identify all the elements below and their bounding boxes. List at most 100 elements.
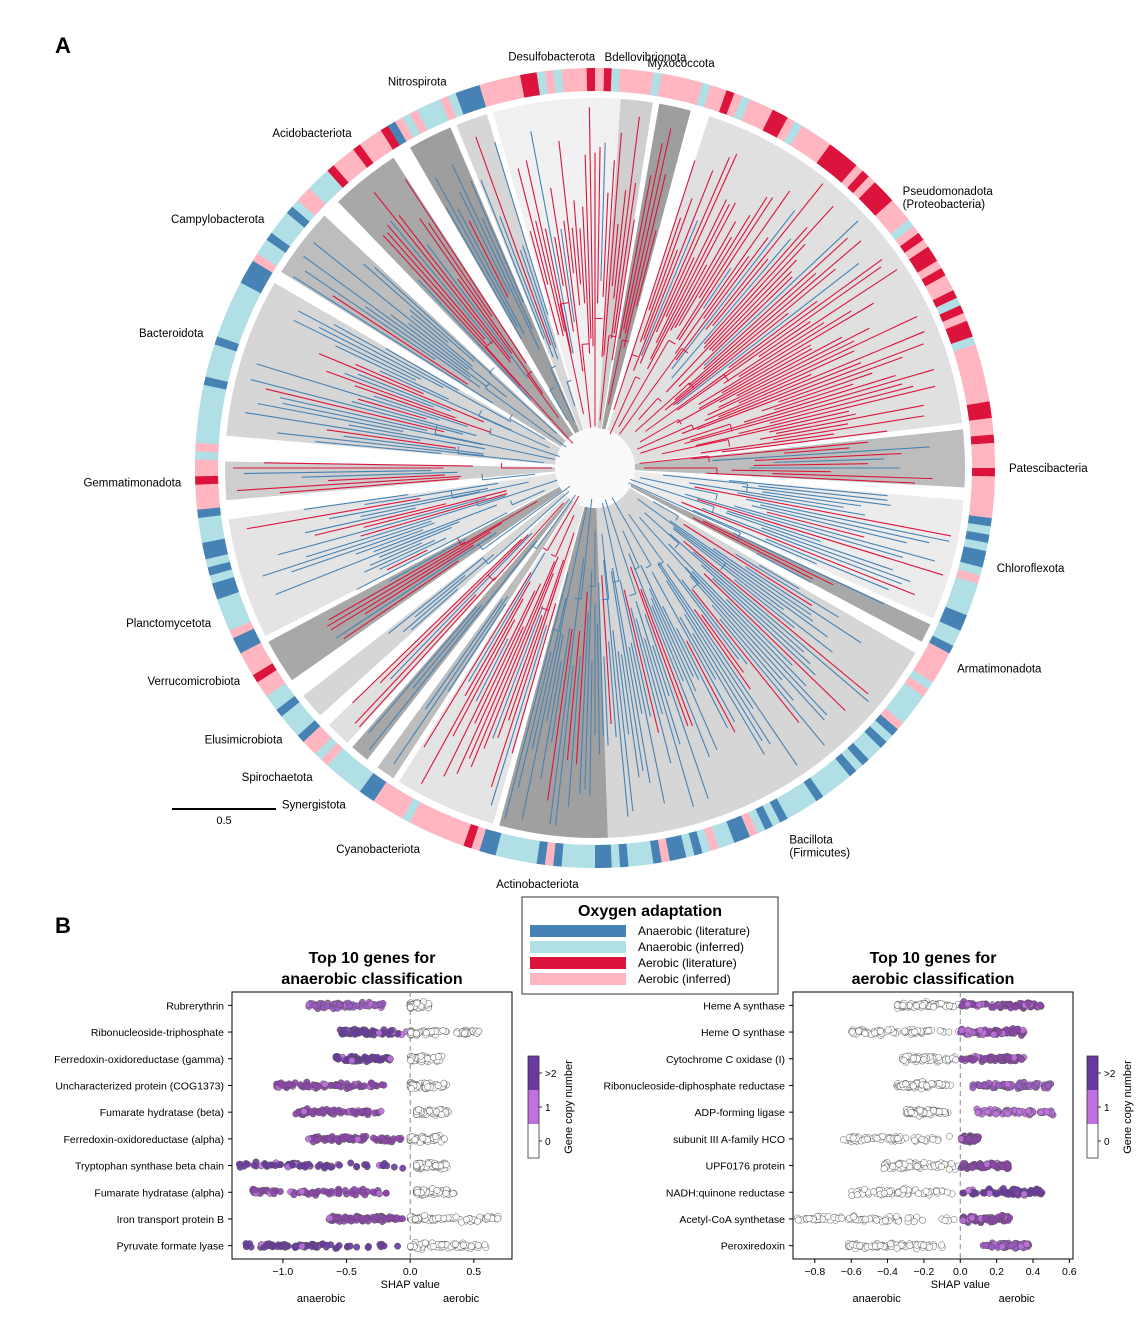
shap-point (391, 1164, 397, 1170)
shap-point (365, 1057, 371, 1063)
shap-point (407, 1057, 413, 1063)
shap-point (1005, 1111, 1011, 1117)
shap-point (825, 1213, 831, 1219)
shap-point (343, 1057, 349, 1063)
shap-point (911, 1219, 917, 1225)
gene-label: Tryptophan synthase beta chain (75, 1161, 224, 1173)
direction-label-anaerobic: anaerobic (297, 1293, 346, 1305)
shap-point (326, 1135, 332, 1141)
shap-point (969, 1164, 975, 1170)
shap-point (915, 1190, 921, 1196)
shap-point (864, 1136, 870, 1142)
shap-point (243, 1240, 249, 1246)
shap-point (908, 1109, 914, 1115)
shap-point (407, 1004, 413, 1010)
shap-point (952, 1057, 958, 1063)
ring-segment (195, 467, 218, 476)
shap-point (376, 1190, 382, 1196)
shap-point (930, 1136, 936, 1142)
shap-point (335, 1083, 341, 1089)
panel-b-letter: B (55, 913, 71, 938)
shap-point (887, 1241, 893, 1247)
shap-point (408, 1085, 414, 1091)
shap-point (433, 1162, 439, 1168)
gene-label: Heme A synthase (703, 1000, 785, 1012)
shap-point (861, 1186, 867, 1192)
phylum-label-line: Verrucomicrobiota (147, 676, 240, 688)
shap-point (355, 1136, 361, 1142)
phylum-label: Pseudomonadota(Proteobacteria) (903, 186, 994, 211)
shap-point (328, 1188, 334, 1194)
shap-point (936, 1109, 942, 1115)
chart-title: Top 10 genes for (870, 950, 997, 967)
legend-label: Anaerobic (literature) (638, 924, 750, 938)
colorbar-tick-label: >2 (545, 1069, 557, 1080)
ring-segment (578, 68, 588, 91)
phylum-label-line: Pseudomonadota (903, 186, 994, 198)
phylum-label-line: Elusimicrobiota (205, 735, 284, 747)
chart-title: anaerobic classification (281, 971, 462, 988)
shap-point (1033, 1080, 1039, 1086)
shap-point (1018, 1056, 1024, 1062)
shap-point (356, 1030, 362, 1036)
shap-point (434, 1187, 440, 1193)
shap-point (353, 1164, 359, 1170)
colorbar-tick-label: 0 (545, 1137, 551, 1148)
shap-point (948, 1160, 954, 1166)
shap-point (966, 1136, 972, 1142)
phylum-label: Desulfobacterota (508, 51, 596, 63)
shap-point (427, 1108, 433, 1114)
gene-label: subunit III A-family HCO (673, 1134, 785, 1146)
panel-a-letter: A (55, 33, 71, 58)
shap-point (340, 1108, 346, 1114)
shap-point (975, 1110, 981, 1116)
shap-point (849, 1029, 855, 1035)
shap-point (1034, 1188, 1040, 1194)
shap-point (383, 1216, 389, 1222)
x-tick-label: −0.6 (841, 1266, 862, 1278)
legend-swatch (530, 941, 626, 953)
shap-point (990, 1004, 996, 1010)
shap-point (393, 1214, 399, 1220)
phylum-label: Patescibacteria (1009, 463, 1088, 475)
shap-point (896, 1161, 902, 1167)
shap-point (925, 1027, 931, 1033)
shap-point (910, 1055, 916, 1061)
shap-point (474, 1218, 480, 1224)
shap-point (972, 1190, 978, 1196)
colorbar-segment (528, 1090, 539, 1124)
gene-label: Iron transport protein B (117, 1214, 224, 1226)
shap-point (969, 1215, 975, 1221)
shap-point (970, 1085, 976, 1091)
shap-point (992, 1191, 998, 1197)
shap-point (986, 1080, 992, 1086)
shap-point (454, 1030, 460, 1036)
colorbar-segment (1087, 1090, 1098, 1124)
shap-point (982, 1215, 988, 1221)
phylum-label: Spirochaetota (242, 772, 314, 784)
shap-point (285, 1243, 291, 1249)
phylum-label: Armatimonadota (957, 664, 1042, 676)
x-axis-label: SHAP value (381, 1279, 440, 1291)
shap-point (995, 1082, 1001, 1088)
phylum-label-line: Spirochaetota (242, 772, 314, 784)
shap-point (443, 1190, 449, 1196)
shap-point (361, 1083, 367, 1089)
phylum-label: Verrucomicrobiota (147, 676, 240, 688)
shap-point (806, 1215, 812, 1221)
ring-segment (610, 844, 620, 867)
shap-point (381, 1082, 387, 1088)
shap-point (877, 1028, 883, 1034)
shap-point (271, 1190, 277, 1196)
phylum-label-line: Cyanobacteriota (336, 844, 420, 856)
gene-label: Pyruvate formate lyase (117, 1241, 225, 1253)
tree-branch (602, 599, 609, 600)
shap-point (270, 1243, 276, 1249)
shap-point (336, 1242, 342, 1248)
shap-point (959, 1027, 965, 1033)
shap-point (921, 1159, 927, 1165)
